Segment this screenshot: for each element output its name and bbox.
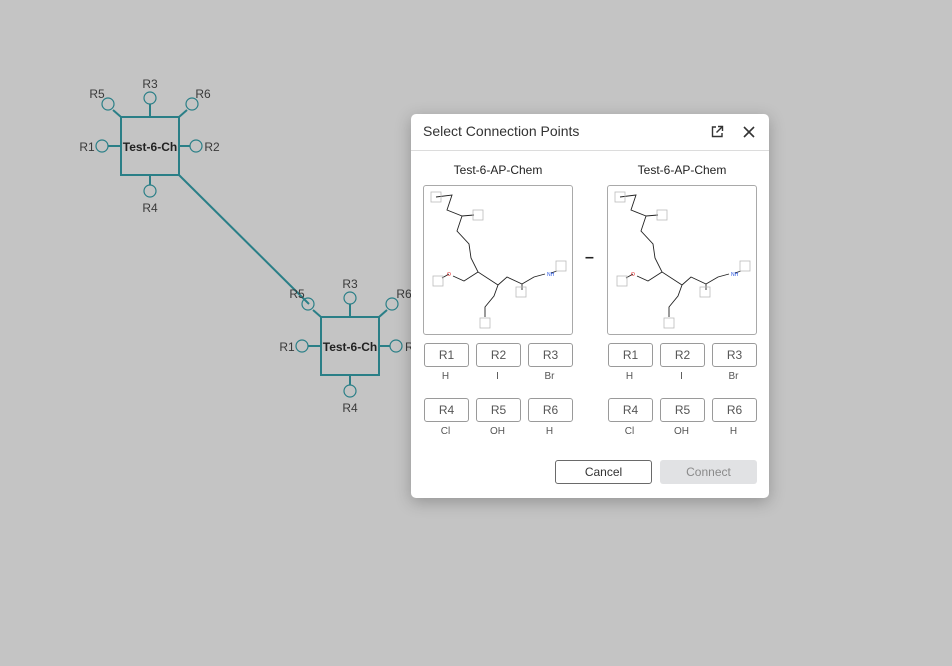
left-monomer-name: Test-6-AP-Chem xyxy=(453,163,543,177)
monomer-a-r5-point[interactable] xyxy=(101,97,115,111)
monomer-a-label: Test-6-Ch xyxy=(123,140,177,154)
right-r6-group: H xyxy=(729,426,738,437)
left-r6-button[interactable]: R6 xyxy=(528,398,573,422)
monomer-b-r4-label: R4 xyxy=(342,401,358,415)
right-r1-group: H xyxy=(625,371,634,382)
monomer-b-box[interactable] xyxy=(320,316,380,376)
connection-separator: – xyxy=(585,249,594,266)
monomer-a-r3-point[interactable] xyxy=(143,91,157,105)
connect-button[interactable]: Connect xyxy=(660,460,757,484)
monomer-a-r5-label: R5 xyxy=(89,87,105,101)
monomer-b-r6-point[interactable] xyxy=(385,297,399,311)
left-r4-button[interactable]: R4 xyxy=(424,398,469,422)
monomer-b-r4-point[interactable] xyxy=(343,384,357,398)
left-nitrogen-atom: NH xyxy=(547,272,555,278)
monomer-b-r5-point[interactable] xyxy=(301,297,315,311)
left-r1-group: H xyxy=(441,371,450,382)
monomer-b-r1-label: R1 xyxy=(279,340,295,354)
left-r2-group: I xyxy=(496,371,499,382)
right-r2-group: I xyxy=(680,371,683,382)
monomer-a-r4-label: R4 xyxy=(142,201,158,215)
monomer-a-r3-label: R3 xyxy=(142,77,158,91)
right-r6-button[interactable]: R6 xyxy=(712,398,757,422)
left-r4-group: Cl xyxy=(440,426,451,437)
left-molecule-structure: O NH xyxy=(430,191,567,329)
monomer-a-box[interactable] xyxy=(120,116,180,176)
monomer-b-r3-point[interactable] xyxy=(343,291,357,305)
left-r3-button[interactable]: R3 xyxy=(528,343,573,367)
monomer-a-r4-point[interactable] xyxy=(143,184,157,198)
monomer-b[interactable]: Test-6-Ch R3 R5 R6 R1 R R4 xyxy=(279,277,414,415)
monomer-b-r1-point[interactable] xyxy=(295,339,309,353)
monomer-b-r3-label: R3 xyxy=(342,277,358,291)
right-r4-group: Cl xyxy=(624,426,635,437)
right-molecule-structure: O NH xyxy=(614,191,751,329)
right-r3-button[interactable]: R3 xyxy=(712,343,757,367)
monomer-b-label: Test-6-Ch xyxy=(323,340,377,354)
dialog-header: Select Connection Points xyxy=(411,114,769,151)
cancel-button[interactable]: Cancel xyxy=(555,460,652,484)
close-icon[interactable] xyxy=(740,123,758,141)
monomer-b-r6-label: R6 xyxy=(396,287,412,301)
monomer-b-r2-label: R xyxy=(405,340,414,354)
left-oxygen-atom: O xyxy=(447,272,451,278)
bond-line[interactable] xyxy=(178,174,310,305)
left-r6-group: H xyxy=(545,426,554,437)
monomer-b-r5-label: R5 xyxy=(289,287,305,301)
right-r1-button[interactable]: R1 xyxy=(608,343,653,367)
select-connection-points-dialog: Select Connection Points Test-6-AP-Chem xyxy=(411,114,769,498)
monomer-a-r1-point[interactable] xyxy=(95,139,109,153)
right-r2-button[interactable]: R2 xyxy=(660,343,705,367)
left-r1-button[interactable]: R1 xyxy=(424,343,469,367)
monomer-a-r2-label: R2 xyxy=(204,140,220,154)
monomer-a-r2-point[interactable] xyxy=(189,139,203,153)
right-oxygen-atom: O xyxy=(631,272,635,278)
left-molecule-preview: O NH xyxy=(423,185,573,335)
right-r5-button[interactable]: R5 xyxy=(660,398,705,422)
right-r5-group: OH xyxy=(674,426,689,437)
right-r4-button[interactable]: R4 xyxy=(608,398,653,422)
dialog-title: Select Connection Points xyxy=(423,123,580,139)
right-nitrogen-atom: NH xyxy=(731,272,739,278)
right-molecule-preview: O NH xyxy=(607,185,757,335)
right-r3-group: Br xyxy=(728,371,739,382)
left-r5-group: OH xyxy=(490,426,505,437)
popout-icon[interactable] xyxy=(708,123,726,141)
left-r5-button[interactable]: R5 xyxy=(476,398,521,422)
monomer-a-r6-label: R6 xyxy=(195,87,211,101)
left-r2-button[interactable]: R2 xyxy=(476,343,521,367)
right-monomer-name: Test-6-AP-Chem xyxy=(637,163,727,177)
left-r3-group: Br xyxy=(544,371,555,382)
monomer-a-r1-label: R1 xyxy=(79,140,95,154)
monomer-b-r2-point[interactable] xyxy=(389,339,403,353)
monomer-a-r6-point[interactable] xyxy=(185,97,199,111)
monomer-a[interactable]: Test-6-Ch R3 R5 R6 R1 R2 R4 xyxy=(79,77,220,215)
